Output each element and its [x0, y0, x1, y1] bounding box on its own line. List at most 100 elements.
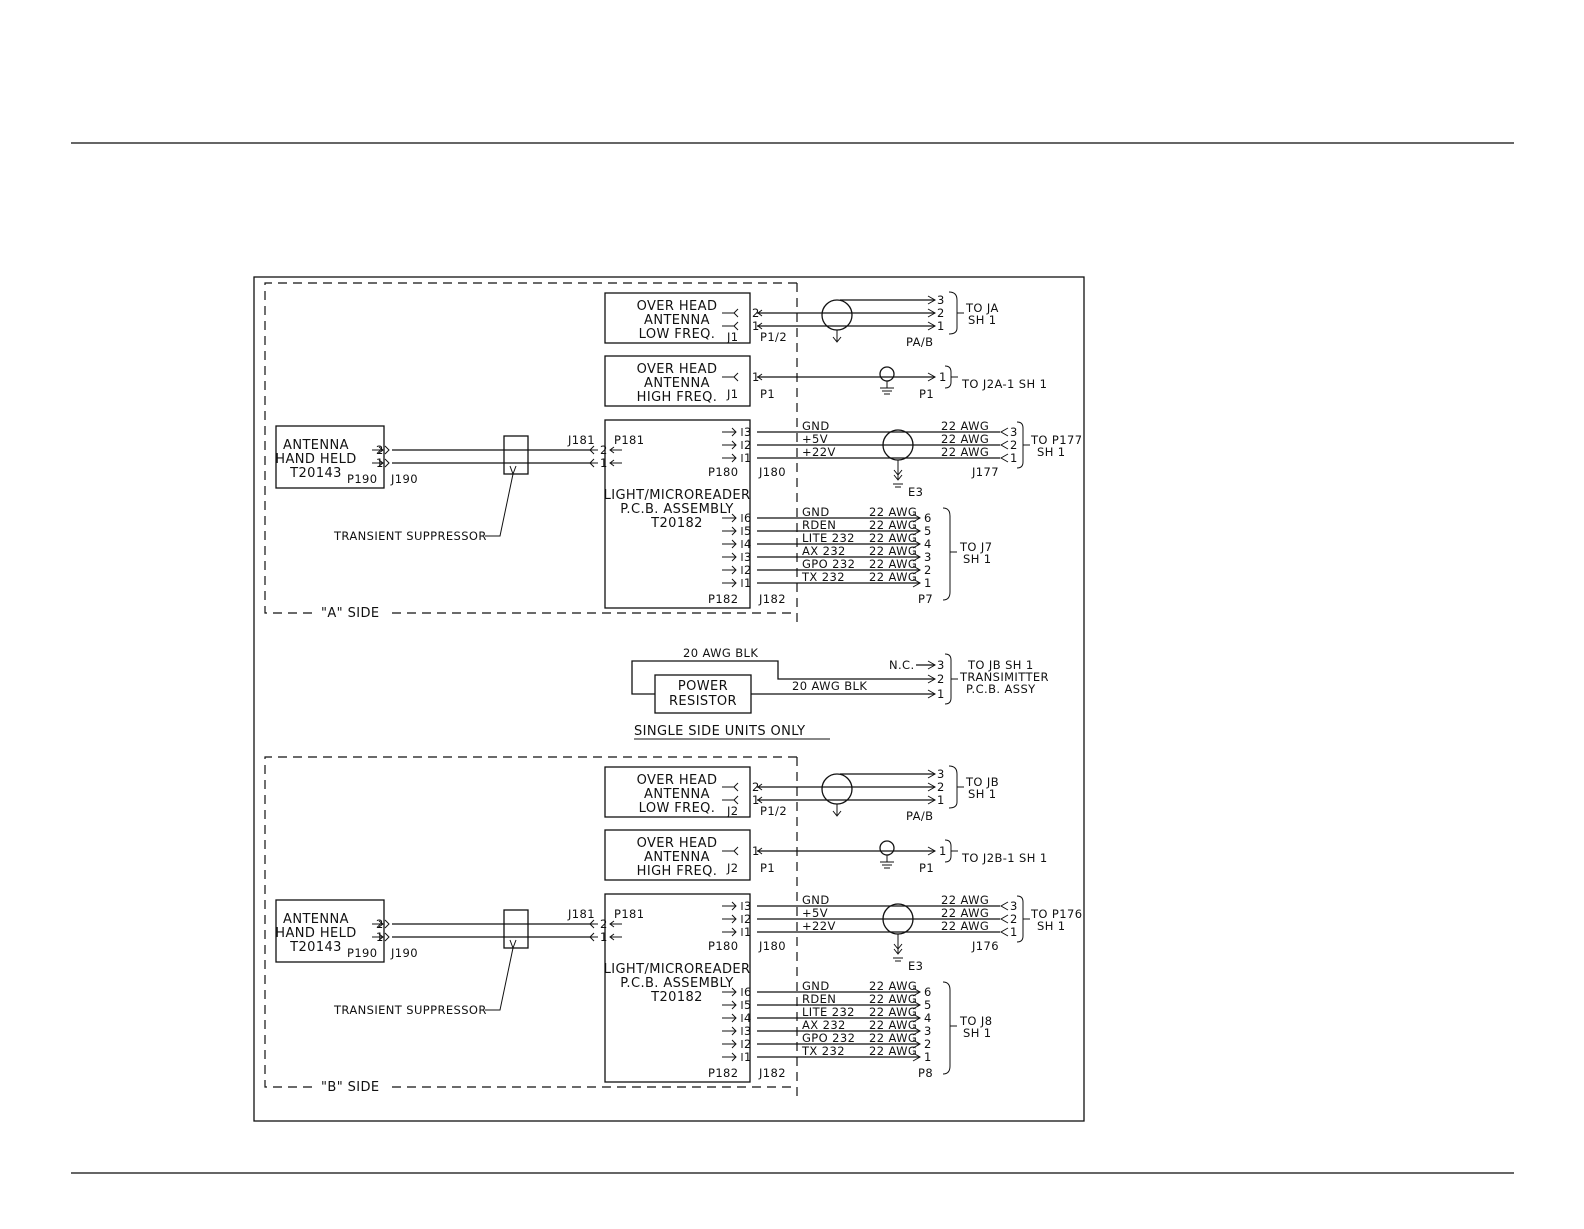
wire-5v: +5V [802, 906, 828, 920]
wire-data-ax: AX 232 [802, 544, 846, 558]
wire-gnd: GND [802, 419, 830, 433]
pin-j7-5: 5 [924, 524, 932, 538]
awg-pwr-1: 22 AWG [941, 445, 989, 459]
awg-data-3: 22 AWG [869, 1018, 917, 1032]
pin-ja-2: 2 [937, 306, 945, 320]
conn-p182: P182 [708, 1066, 739, 1080]
pin-pcb-hh-2: 2 [600, 443, 608, 457]
conn-p181: P181 [614, 907, 645, 921]
pin-pwr-3: 3 [744, 425, 752, 439]
pin-j7-3: 3 [924, 550, 932, 564]
awg-data-4: 22 AWG [869, 531, 917, 545]
oh-high-label-1: OVER HEAD [637, 362, 718, 377]
diagram-frame [253, 276, 1085, 1122]
pin-data-2: 2 [744, 563, 752, 577]
oh-low-label-3: LOW FREQ. [639, 801, 716, 816]
hh-label-3: T20143 [289, 940, 342, 955]
dest-p177-2: SH 1 [1037, 445, 1066, 459]
pin-pcb-hh-2: 2 [600, 917, 608, 931]
pin-ja-3: 3 [937, 293, 945, 307]
pin-tojb-1: 1 [937, 687, 945, 701]
pin-j8-2: 2 [924, 1037, 932, 1051]
wire-data-lite: LITE 232 [802, 531, 855, 545]
pin-low-2: 2 [752, 780, 760, 794]
pin-j2a-1: 1 [939, 370, 947, 384]
wire-data-lite: LITE 232 [802, 1005, 855, 1019]
wire-data-tx: TX 232 [801, 1044, 845, 1058]
hh-label-1: ANTENNA [283, 438, 349, 453]
pcb-label-3: T20182 [650, 990, 703, 1005]
conn-e3: E3 [908, 959, 923, 973]
pin-j7-2: 2 [924, 563, 932, 577]
awg-data-6: 22 AWG [869, 979, 917, 993]
dest-j2b: TO J2B-1 SH 1 [961, 851, 1048, 865]
awg-data-5: 22 AWG [869, 992, 917, 1006]
dest-ja-1: TO JA [965, 301, 999, 315]
ts-label: TRANSIENT SUPPRESSOR [333, 529, 487, 543]
wire-22v: +22V [802, 919, 836, 933]
dest-p176-1: TO P176 [1030, 907, 1082, 921]
dest-j2a: TO J2A-1 SH 1 [961, 377, 1047, 391]
side-a-block: OVER HEAD ANTENNA LOW FREQ. J1 P1/2 2 1 … [264, 282, 1082, 624]
conn-p182: P182 [708, 592, 739, 606]
pin-j8-1: 1 [924, 1050, 932, 1064]
pin-pwr-2: 2 [744, 438, 752, 452]
oh-low-label-2: ANTENNA [644, 787, 710, 802]
conn-p7: P7 [918, 592, 933, 606]
side-b-block: OVER HEAD ANTENNA LOW FREQ. J2 P1/2 2 1 … [264, 756, 1082, 1098]
conn-j2-low: J2 [726, 804, 739, 818]
awg-data-1: 22 AWG [869, 570, 917, 584]
conn-j181: J181 [567, 433, 595, 447]
pin-data-4: 4 [744, 1011, 752, 1025]
conn-j180: J180 [758, 465, 786, 479]
conn-j182: J182 [758, 592, 786, 606]
conn-p12: P1/2 [760, 804, 787, 818]
pin-tojb-2: 2 [937, 672, 945, 686]
oh-high-label-1: OVER HEAD [637, 836, 718, 851]
ts-label: TRANSIENT SUPPRESSOR [333, 1003, 487, 1017]
wire-5v: +5V [802, 432, 828, 446]
pin-data-5: 5 [744, 998, 752, 1012]
awg-pwr-3: 22 AWG [941, 419, 989, 433]
pcb-label-3: T20182 [650, 516, 703, 531]
pin-hh-1: 1 [376, 930, 384, 944]
power-resistor-label-2: RESISTOR [669, 694, 737, 709]
wire-data-tx: TX 232 [801, 570, 845, 584]
conn-j190: J190 [390, 946, 418, 960]
conn-p1-high: P1 [760, 861, 775, 875]
wire-gnd: GND [802, 893, 830, 907]
label-nc: N.C. [889, 658, 915, 672]
wire-data-gpo: GPO 232 [802, 557, 855, 571]
awg-data-5: 22 AWG [869, 518, 917, 532]
pcb-label-1: LIGHT/MICROREADER [604, 488, 751, 503]
hh-label-1: ANTENNA [283, 912, 349, 927]
pin-j8-6: 6 [924, 985, 932, 999]
awg-data-6: 22 AWG [869, 505, 917, 519]
pin-hh-2: 2 [376, 443, 384, 457]
pin-pcb-hh-1: 1 [600, 930, 608, 944]
single-side-label: SINGLE SIDE UNITS ONLY [634, 724, 806, 739]
power-dest-2: TRANSIMITTER [959, 670, 1049, 684]
pin-low-1: 1 [752, 319, 760, 333]
conn-p12: P1/2 [760, 330, 787, 344]
pin-pwr-1: 1 [744, 925, 752, 939]
conn-p181: P181 [614, 433, 645, 447]
awg-pwr-2: 22 AWG [941, 906, 989, 920]
pin-pwr-3: 3 [744, 899, 752, 913]
pin-data-3: 3 [744, 1024, 752, 1038]
pin-p177-3: 3 [1010, 425, 1018, 439]
dest-jb-2: SH 1 [968, 787, 997, 801]
pin-pwr-1: 1 [744, 451, 752, 465]
awg-data-4: 22 AWG [869, 1005, 917, 1019]
conn-j176: J176 [971, 939, 999, 953]
awg-data-2: 22 AWG [869, 557, 917, 571]
conn-j182: J182 [758, 1066, 786, 1080]
pin-p177-2: 2 [1010, 438, 1018, 452]
wire-data-rden: RDEN [802, 992, 836, 1006]
pin-j8-5: 5 [924, 998, 932, 1012]
power-dest-3: P.C.B. ASSY [966, 682, 1036, 696]
power-dest-1: TO JB SH 1 [967, 658, 1034, 672]
awg-data-2: 22 AWG [869, 1031, 917, 1045]
dest-j8-1: TO J8 [959, 1014, 992, 1028]
wire-data-rden: RDEN [802, 518, 836, 532]
